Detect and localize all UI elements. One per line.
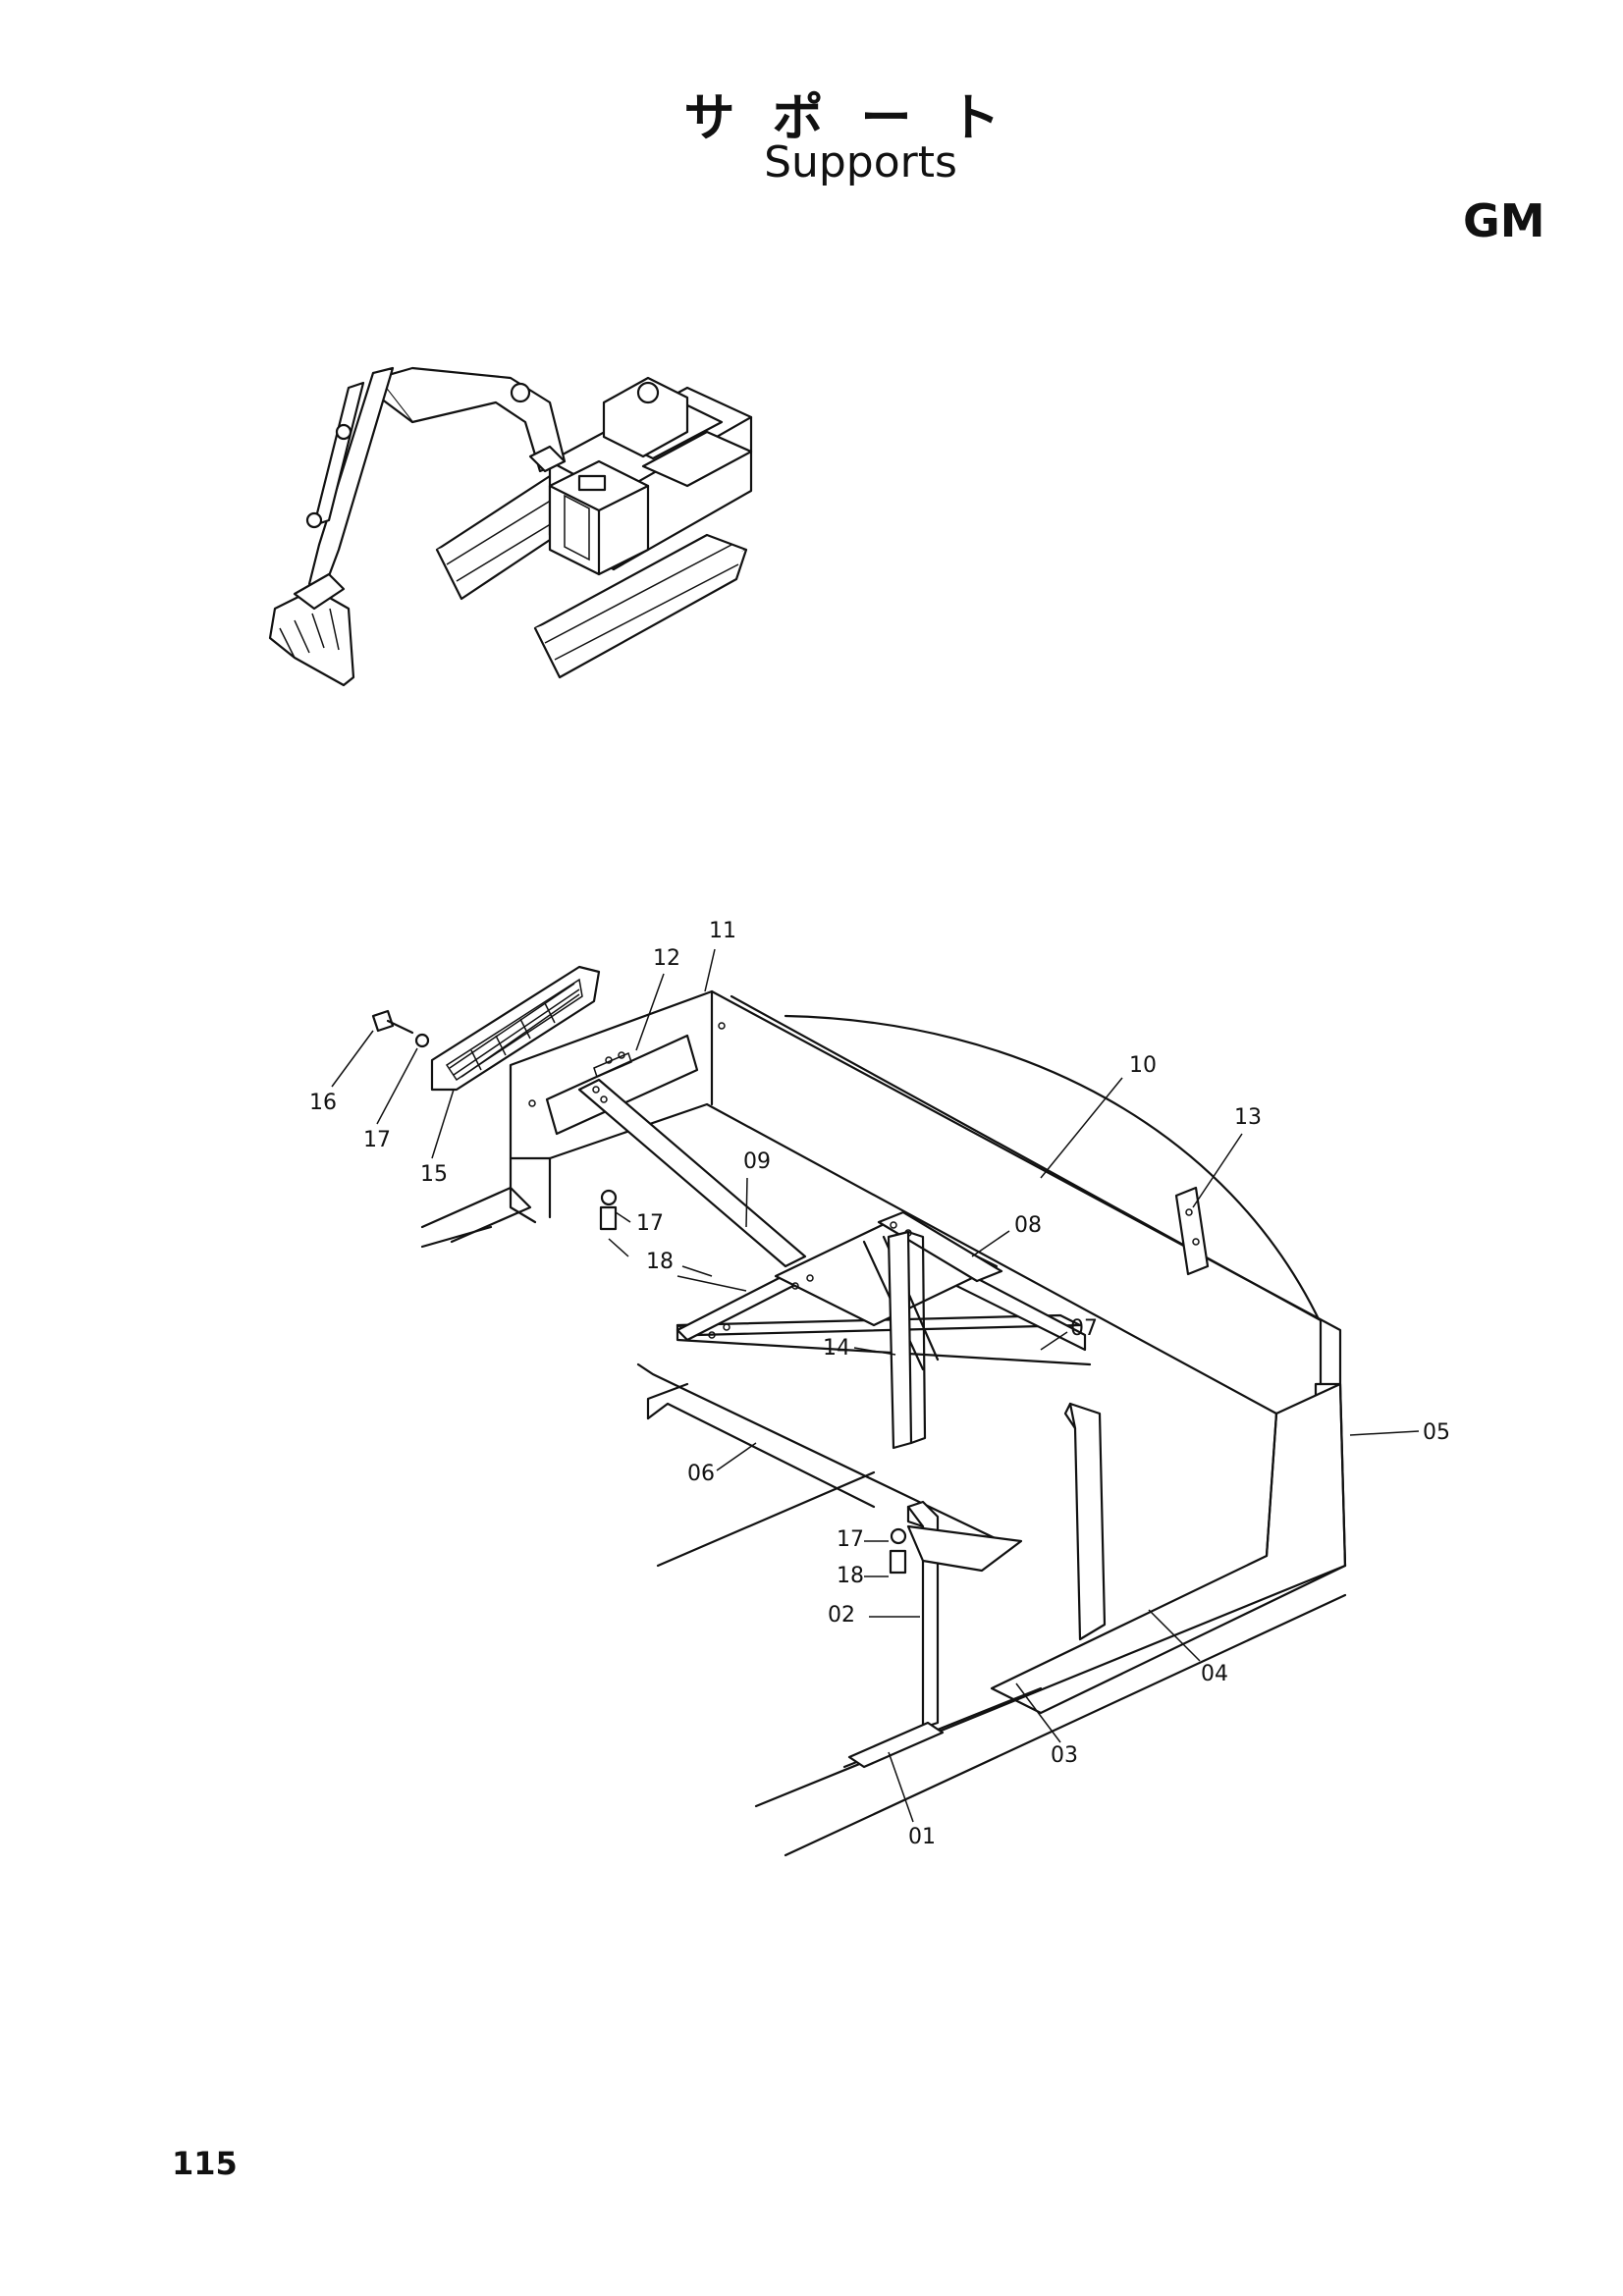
callout-02: 02: [828, 1603, 855, 1628]
callout-10: 10: [1129, 1053, 1157, 1078]
support-frame-diagram: [371, 965, 1347, 1857]
callout-18-lower: 18: [837, 1564, 864, 1588]
callout-17-upper: 17: [636, 1211, 664, 1236]
leader-lines: [331, 948, 1420, 1823]
callout-13: 13: [1234, 1105, 1262, 1130]
callout-14: 14: [823, 1336, 850, 1361]
callout-12: 12: [653, 946, 680, 971]
callout-17-lower: 17: [837, 1527, 864, 1552]
callout-labels: 11 12 10 13 09 08 07 14 05 06 17 18 02 0…: [309, 919, 1450, 1849]
callout-09: 09: [743, 1149, 771, 1174]
callout-06: 06: [687, 1462, 715, 1486]
callout-16: 16: [309, 1091, 337, 1115]
callout-05: 05: [1423, 1420, 1450, 1445]
section-code: GM: [1463, 194, 1545, 247]
title-japanese: サポート: [683, 89, 1038, 148]
callout-17-left: 17: [363, 1128, 391, 1152]
page-number: 115: [172, 2145, 238, 2182]
callout-15: 15: [420, 1162, 448, 1187]
callout-11: 11: [709, 919, 736, 943]
callout-08: 08: [1014, 1213, 1042, 1238]
callout-01: 01: [908, 1825, 936, 1849]
grille-panel: [430, 965, 601, 1092]
callout-18-upper: 18: [646, 1250, 674, 1274]
callout-03: 03: [1051, 1743, 1078, 1768]
callout-04: 04: [1201, 1662, 1228, 1686]
callout-07: 07: [1070, 1316, 1098, 1341]
excavator-illustration: [268, 366, 753, 687]
title-english: Supports: [764, 137, 957, 187]
